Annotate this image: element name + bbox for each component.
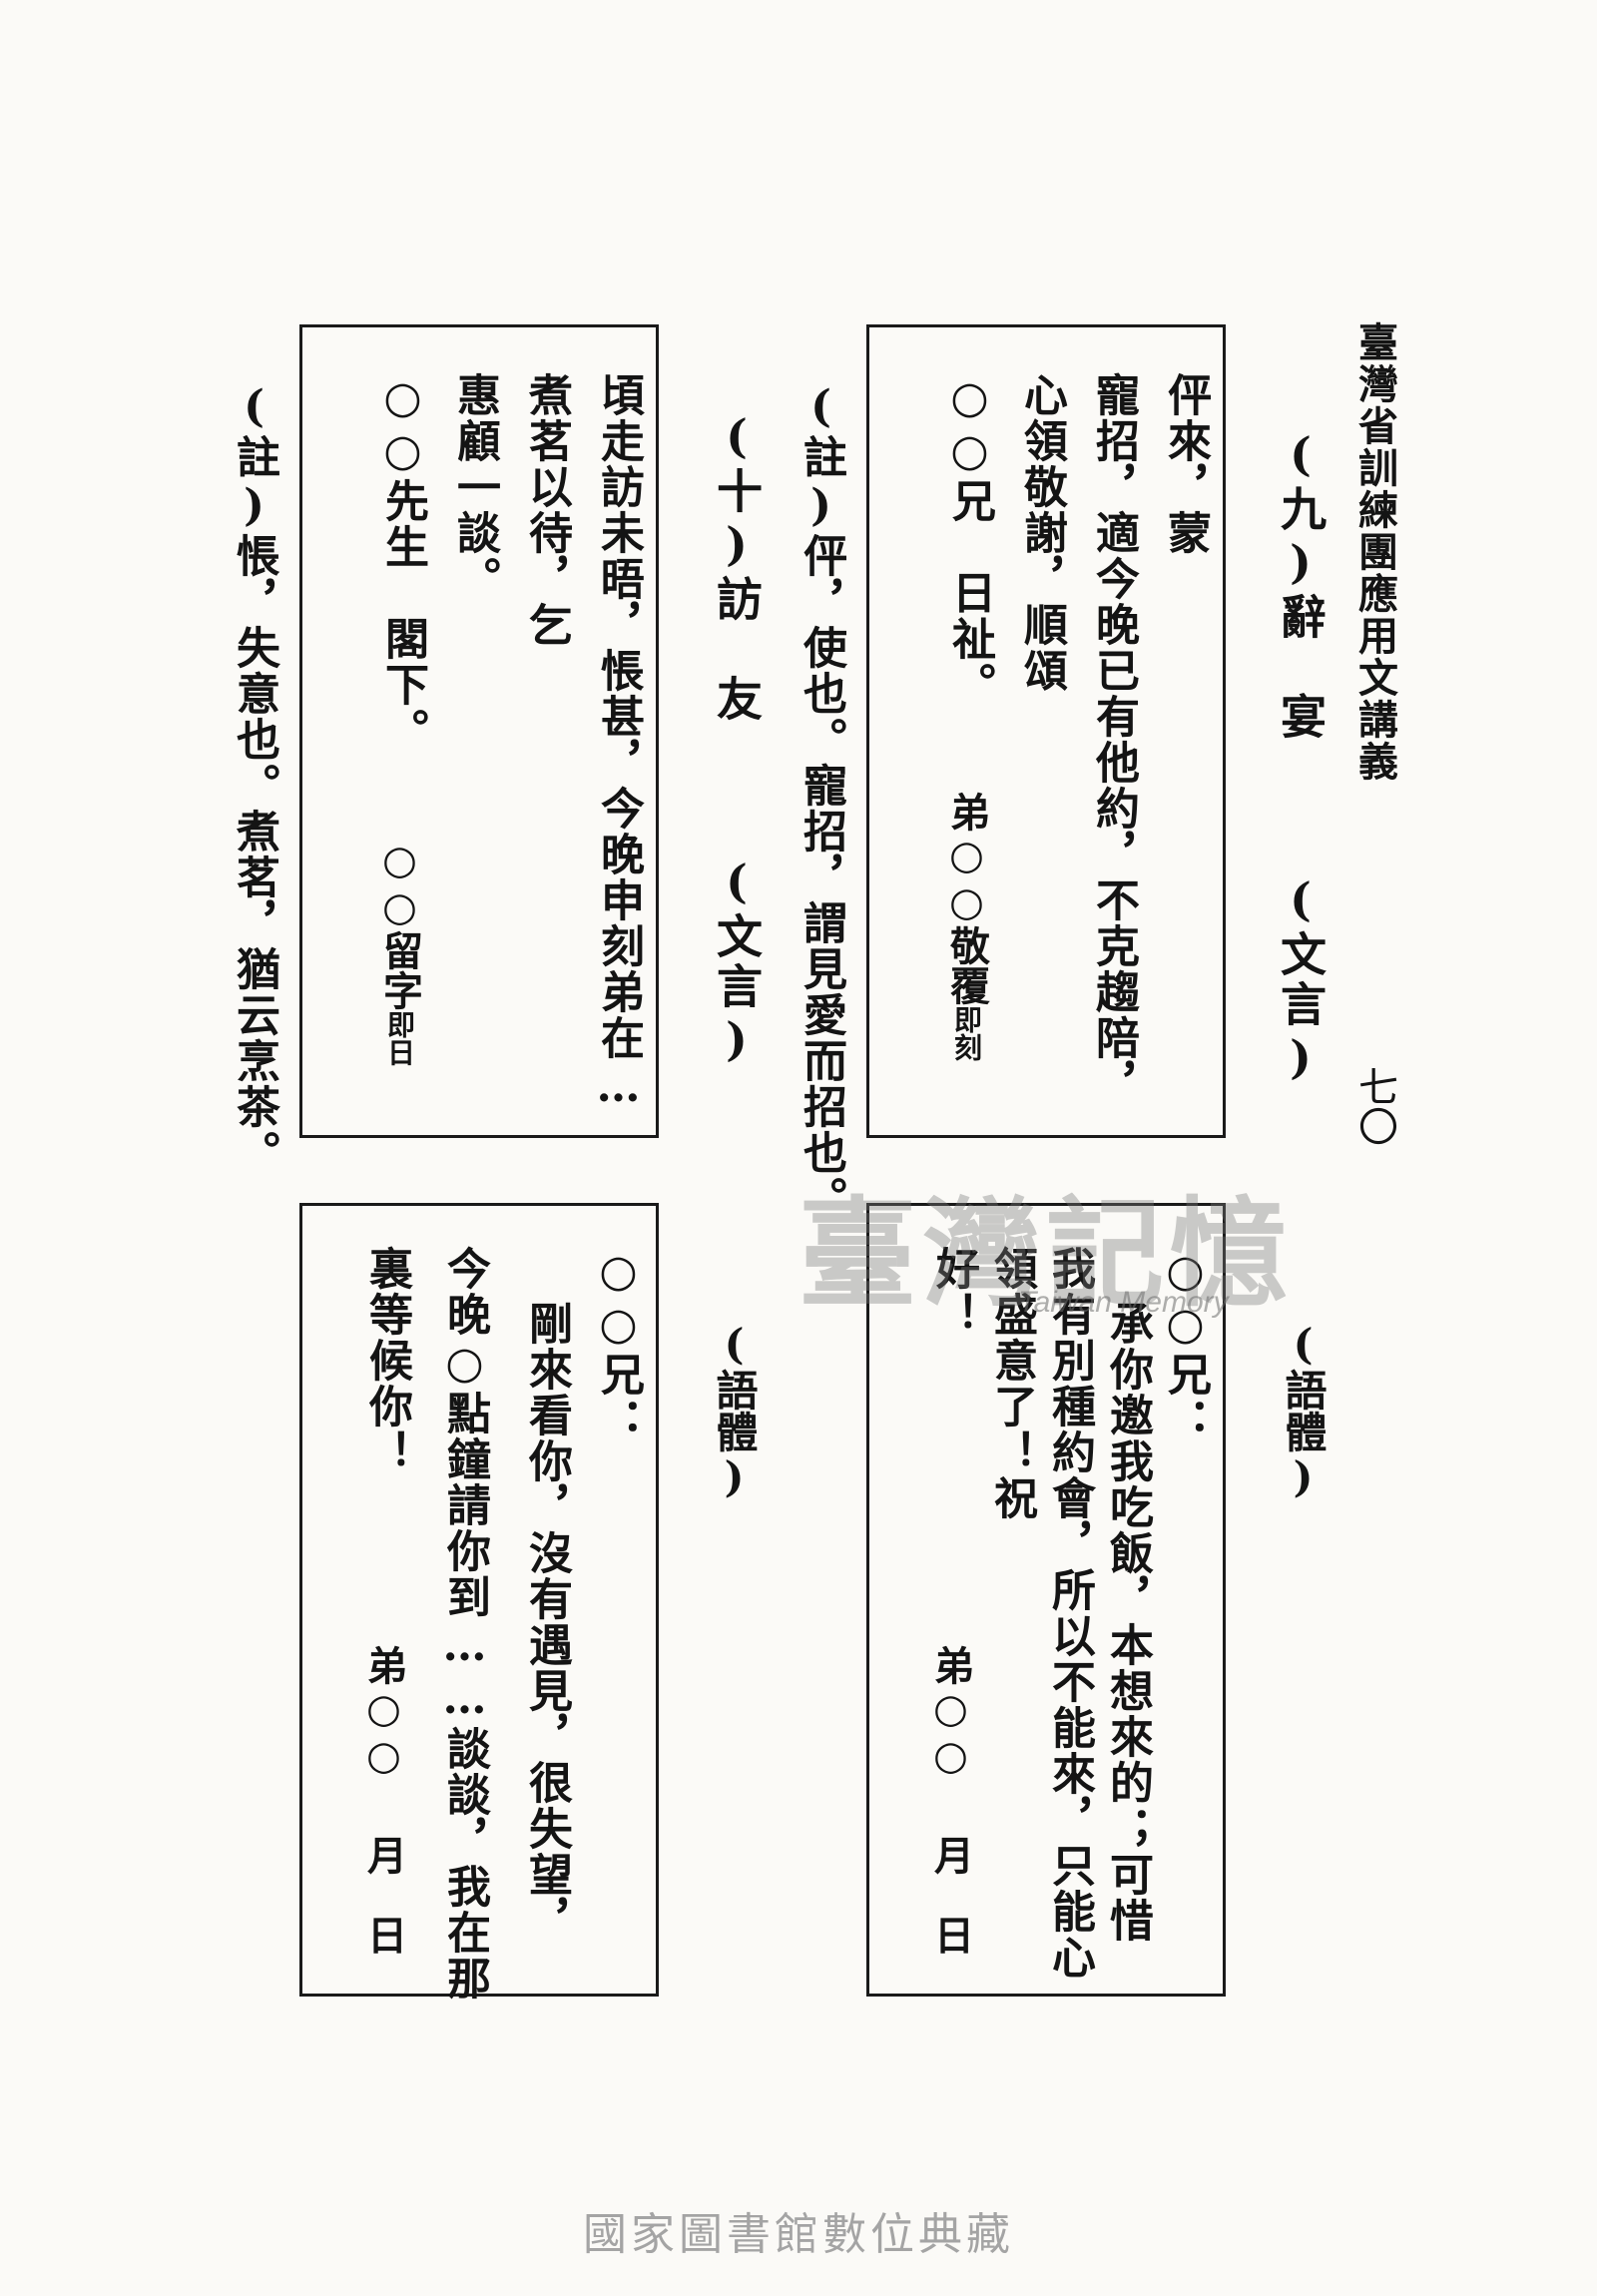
section9-wenyan-line: ○○兄 日祉。 [944,372,995,708]
section9-wenyan-signature: 弟○○敬覆即刻 [937,792,995,1061]
section9-wenyan-box: 伻來，蒙 寵招，適今晚已有他約，不克趨陪， 心領敬謝，順頌 ○○兄 日祉。 弟○… [866,324,1226,1138]
section10-yuti-line: ○○兄： [593,1246,644,1443]
section10-yuti-line: 剛來看你，沒有遇見，很失望， [521,1301,572,1944]
section10-yuti-label: (語體) [710,1320,759,1501]
signature-time: 即日 [383,1010,416,1066]
section9-yuti-line: 領盛意了！祝 [986,1246,1037,1521]
section10-wenyan-signature: ○○留字即日 [370,837,428,1066]
signature-text: 弟○○敬覆 [943,792,990,1005]
section9-wenyan-line: 伻來，蒙 [1160,372,1211,556]
section9-title-style: (文言) [1274,872,1328,1088]
section10-wenyan-box: 頃走訪未晤，悵甚，今晚申刻弟在… 煮茗以待，乞 惠顧一談。 ○○先生 閣下。 ○… [299,324,659,1138]
section10-yuti-box: ○○兄： 剛來看你，沒有遇見，很失望， 今晚○點鐘請你到……談談，我在那 裏等候… [299,1203,659,2002]
section9-yuti-line: ○○兄： [1160,1246,1211,1443]
section10-title: (十)訪 友 (文言) [704,409,770,1070]
watermark-english: Taiwan Memory [1018,1286,1229,1319]
section9-yuti-line: 好！ [928,1246,979,1338]
section10-wenyan-line: 煮茗以待，乞 [521,372,572,648]
running-title: 臺灣省訓練團應用文講義 [1351,321,1398,783]
section10-wenyan-line: 頃走訪未晤，悵甚，今晚申刻弟在… [593,372,644,1114]
section9-yuti-date: 月 日 [927,1835,974,1955]
section9-title: (九)辭 宴 (文言) [1268,427,1333,1088]
section9-title-text: 辭 宴 [1274,593,1328,743]
section9-note: (註)伻，使也。寵招，謂見愛而招也。 [796,381,846,1222]
section10-note: (註)悵，失意也。煮茗，猶云烹茶。 [229,381,279,1176]
section10-wenyan-line: 惠顧一談。 [449,372,500,602]
watermark-chinese: 臺灣記憶 [798,1184,1295,1323]
section10-title-style: (文言) [710,855,764,1070]
section10-yuti-line: 今晚○點鐘請你到……談談，我在那 [439,1246,490,2002]
section9-yuti-line: 承你邀我吃飯，本想來的；可惜 [1102,1301,1153,1944]
section10-yuti-signature: 弟○○ [360,1645,407,1779]
signature-text: ○○留字 [376,837,423,1010]
section9-yuti-label: (語體) [1279,1320,1328,1501]
section9-wenyan-line: 心領敬謝，順頌 [1016,372,1067,694]
section10-yuti-date: 月 日 [360,1835,407,1955]
page-number: 七〇 [1351,1066,1397,1146]
section9-yuti-signature: 弟○○ [927,1645,974,1779]
section9-yuti-line: 我有別種約會，所以不能來，只能心 [1044,1246,1095,1981]
section10-title-text: 訪 友 [710,575,764,725]
section10-yuti-line: 裏等候你！ [361,1246,412,1475]
section9-wenyan-line: 寵招，適今晚已有他約，不克趨陪， [1088,372,1139,1107]
library-footer: 國家圖書館數位典藏 [583,2209,1014,2260]
section10-title-num: (十) [710,409,764,575]
section9-title-num: (九) [1274,427,1328,593]
section9-yuti-box: ○○兄： 承你邀我吃飯，本想來的；可惜 我有別種約會，所以不能來，只能心 領盛意… [866,1203,1226,1997]
signature-time: 即刻 [950,1005,983,1061]
section10-wenyan-line: ○○先生 閣下。 [377,372,428,754]
